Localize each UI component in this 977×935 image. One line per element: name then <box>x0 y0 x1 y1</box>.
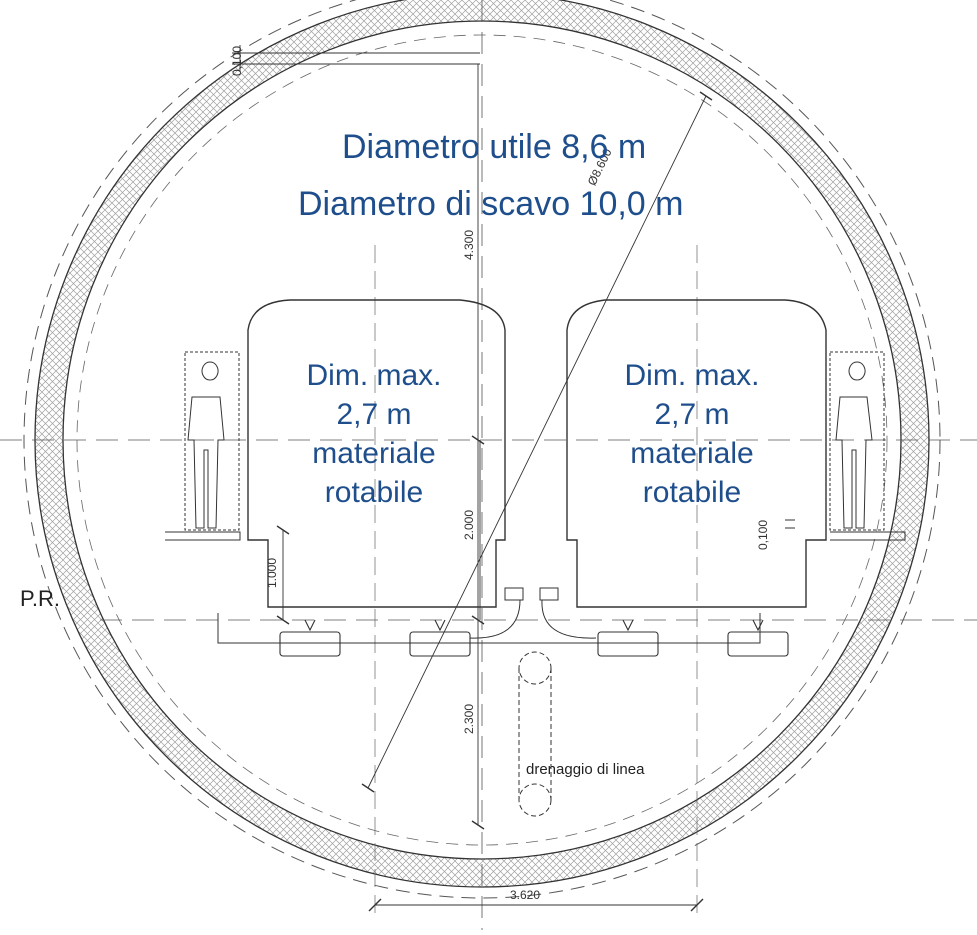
left-vehicle-line1: Dim. max. <box>306 359 442 392</box>
left-vehicle-line2: 2,7 m <box>336 398 412 431</box>
track-spacing-dimension <box>368 898 704 912</box>
left-vehicle-line3: materiale <box>312 437 436 470</box>
central-cable-ducts <box>469 587 597 639</box>
upper-half-dim-label: 4.300 <box>462 229 477 261</box>
rail-plane-label: P.R. <box>20 586 60 611</box>
drainage-label: drenaggio di linea <box>526 761 645 778</box>
gap-dim-label: 0,100 <box>756 519 771 551</box>
left-vehicle-text: Dim. max. 2,7 m materiale rotabile <box>276 356 472 512</box>
diameter-line <box>367 95 707 789</box>
track-spacing-dim-label: 3.620 <box>510 888 541 902</box>
gap-dimension <box>785 519 795 529</box>
right-vehicle-line4: rotabile <box>642 476 742 509</box>
right-vehicle-gauge <box>566 299 827 608</box>
right-vehicle-line1: Dim. max. <box>624 359 760 392</box>
right-walkway <box>829 351 906 541</box>
track-bed <box>217 613 761 644</box>
lining-dim-label: 0,100 <box>230 45 245 77</box>
useful-diameter-text: Diametro utile 8,6 m <box>342 128 647 166</box>
drainage-pipe <box>518 651 552 817</box>
left-walkway <box>165 351 241 541</box>
left-vehicle-line4: rotabile <box>324 476 424 509</box>
right-vehicle-text: Dim. max. 2,7 m materiale rotabile <box>594 356 790 512</box>
platform-height-dim-label: 1.000 <box>265 557 280 589</box>
lining-dimension <box>232 45 480 72</box>
excavation-diameter-text: Diametro di scavo 10,0 m <box>298 185 684 223</box>
left-vehicle-gauge <box>247 299 506 608</box>
right-vehicle-line2: 2,7 m <box>654 398 730 431</box>
sleepers <box>279 619 789 657</box>
vehicle-height-dim-label: 2.000 <box>462 509 477 541</box>
right-vehicle-line3: materiale <box>630 437 754 470</box>
lower-half-dim-label: 2.300 <box>462 703 477 735</box>
